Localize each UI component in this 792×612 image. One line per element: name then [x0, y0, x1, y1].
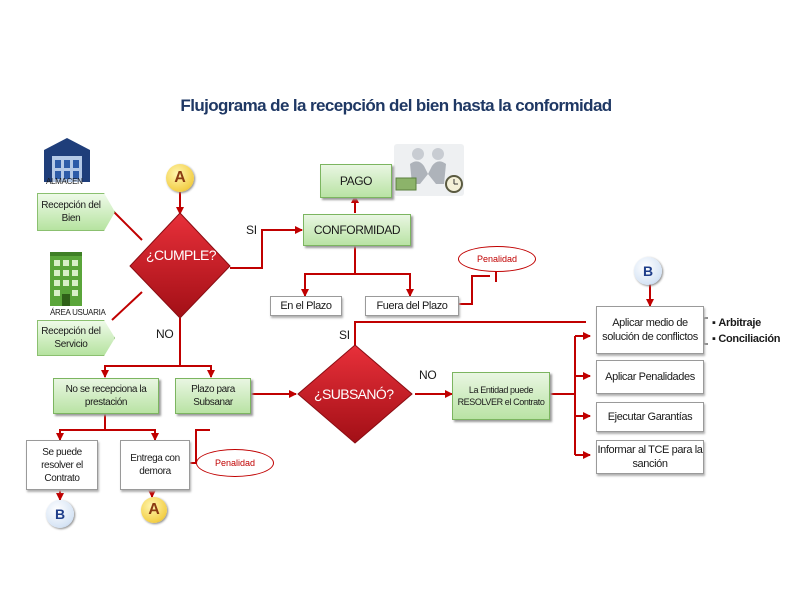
- area-usuaria-label: ÁREA USUARIA: [50, 308, 106, 317]
- handshake-money-icon: [394, 144, 464, 196]
- almacen-step: Recepción del Bien: [37, 193, 115, 231]
- subsano-si-label: SI: [339, 328, 350, 342]
- diagram-title: Flujograma de la recepción del bien hast…: [180, 96, 612, 115]
- subsano-no-label: NO: [419, 368, 437, 382]
- decision-cumple-label: ¿CUMPLE?: [146, 247, 216, 263]
- line-almacen: [113, 211, 143, 241]
- cumple-no-label: NO: [156, 327, 174, 341]
- entrega-demora-box: Entrega con demora: [120, 440, 190, 490]
- building-icon: [48, 250, 84, 306]
- accion-garantias: Ejecutar Garantías: [596, 402, 704, 432]
- line-no-plazo: [180, 365, 215, 378]
- accion-informar-tce: Informar al TCE para la sanción: [596, 440, 704, 474]
- line-norecep-resolver: [56, 412, 106, 441]
- line-no-norecep: [101, 318, 181, 378]
- line-fuera-plazo: [355, 273, 414, 297]
- resolver-contrato-box: Se puede resolver el Contrato: [26, 440, 98, 490]
- line-norecep-demora: [105, 429, 159, 441]
- decision-cumple-shape: [129, 212, 231, 319]
- penalidad-ellipse-bottom: Penalidad: [196, 449, 274, 477]
- warehouse-icon: [42, 136, 92, 184]
- line-fuera-penalidad: [458, 275, 490, 305]
- en-plazo-box: En el Plazo: [270, 296, 342, 316]
- pago-box: PAGO: [320, 164, 392, 198]
- conflicto-arbitraje: Arbitraje: [712, 315, 780, 331]
- connector-b-bottom: B: [46, 500, 74, 528]
- line-demora-penalidad: [190, 429, 210, 464]
- conflictos-list: Arbitraje Conciliación: [712, 315, 780, 347]
- line-area: [111, 291, 143, 321]
- no-recepciona-box: No se recepciona la prestación: [53, 378, 159, 414]
- connector-b-right: B: [634, 257, 662, 285]
- conformidad-box: CONFORMIDAD: [303, 214, 411, 246]
- penalidad-ellipse-top: Penalidad: [458, 246, 536, 272]
- accion-penalidades: Aplicar Penalidades: [596, 360, 704, 394]
- almacen-label: ALMACEN: [46, 177, 83, 186]
- line-subsano-si: [354, 321, 580, 346]
- line-si-conformidad: [230, 226, 303, 269]
- plazo-subsanar-box: Plazo para Subsanar: [175, 378, 251, 414]
- fuera-plazo-box: Fuera del Plazo: [365, 296, 459, 316]
- decision-subsano-shape: [297, 344, 413, 444]
- area-usuaria-step: Recepción del Servicio: [37, 320, 115, 356]
- connector-a-top: A: [166, 164, 194, 192]
- cumple-si-label: SI: [246, 223, 257, 237]
- decision-subsano-label: ¿SUBSANÓ?: [314, 386, 394, 402]
- connector-a-bottom: A: [141, 497, 167, 523]
- line-en-plazo: [301, 243, 356, 297]
- entidad-resolver-box: La Entidad puede RESOLVER el Contrato: [452, 372, 550, 420]
- conflicto-conciliacion: Conciliación: [712, 331, 780, 347]
- accion-medio-solucion: Aplicar medio de solución de conflictos: [596, 306, 704, 354]
